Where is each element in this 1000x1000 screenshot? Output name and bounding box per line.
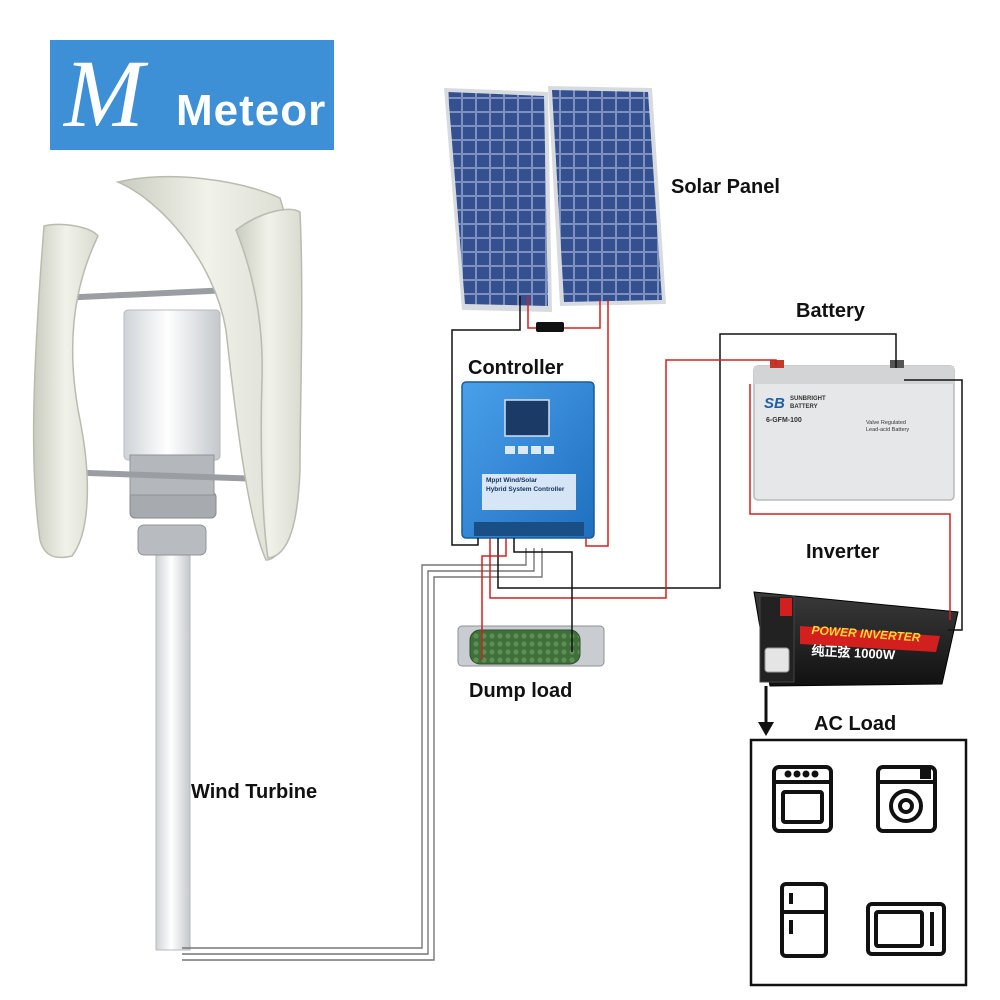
battery-body [753,365,955,501]
battery-type-line1: Valve Regulated [866,420,906,426]
label-inverter: Inverter [806,541,880,563]
inverter [753,591,959,687]
dump-load-resistor [469,629,581,665]
oven-icon [772,765,833,833]
washing-machine-icon [876,765,937,833]
battery-brand-line2: BATTERY [790,404,818,410]
mc4-connector [536,322,564,332]
battery-type-line2: Lead-acid Battery [866,427,910,433]
controller-button [505,446,515,454]
wire-inverter-positive [749,384,951,620]
turbine-flange [137,524,207,556]
charge-controller [461,381,595,539]
wind-turbine [32,176,303,951]
solar-panel-right [552,90,662,302]
battery-negative-terminal [890,360,904,368]
wire-dump-positive [481,538,507,660]
controller-button [518,446,528,454]
dump-load [457,625,605,667]
turbine-blade-left [32,223,99,559]
label-solar-panel: Solar Panel [671,176,780,198]
wire-turbine-2 [182,548,535,955]
label-dump-load: Dump load [469,680,573,702]
turbine-blade-right [235,208,303,559]
logo-brand-name: Meteor [176,86,327,135]
solar-panels [444,86,666,312]
battery [753,360,955,501]
label-controller: Controller [468,357,564,379]
refrigerator-icon [780,882,828,958]
meteor-logo: M Meteor [50,40,334,150]
wire-battery-positive [489,359,777,599]
ac-output-arrow-icon [758,722,774,736]
label-wind-turbine: Wind Turbine [191,781,318,803]
label-battery: Battery [796,300,865,322]
battery-positive-terminal [770,360,784,368]
wire-dump-negative [513,538,573,652]
inverter-socket [764,647,790,673]
battery-lid [754,366,954,384]
battery-brand-mark: SB [764,395,785,412]
turbine-pole [155,539,191,951]
logo-mark: M [64,40,144,147]
controller-lcd [504,399,550,437]
wire-battery-negative [497,333,897,589]
controller-button [544,446,554,454]
controller-terminal-strip [474,522,584,536]
turbine-hub-lower [129,491,217,519]
wire-solar-positive [585,300,609,547]
wire-turbine-1 [182,548,527,949]
label-ac-load: AC Load [814,713,897,735]
wire-turbine-3 [182,548,543,961]
controller-label-plate [482,474,576,510]
turbine-generator [123,309,221,461]
inverter-display [780,598,792,616]
solar-panel-left [448,92,548,306]
controller-text-line2: Hybrid System Controller [486,486,565,493]
inverter-label-band [800,626,940,652]
controller-button [531,446,541,454]
turbine-arm-top [59,287,231,301]
wire-inverter-negative [904,379,963,631]
microwave-icon [866,902,946,956]
wire-solar-negative [451,296,521,546]
battery-brand-line1: SUNBRIGHT [790,396,826,402]
battery-model: 6-GFM-100 [766,417,802,424]
controller-text-line1: Mppt Wind/Solar [486,477,538,484]
wiring [182,296,963,961]
